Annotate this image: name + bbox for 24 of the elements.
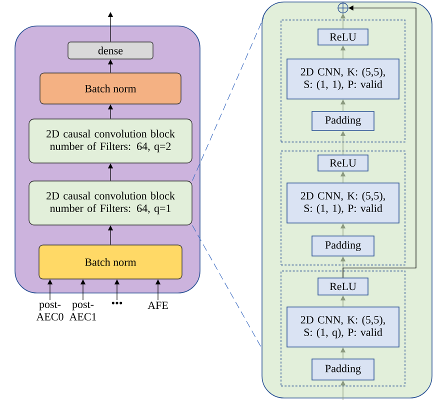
layer-box: ReLU: [318, 278, 368, 296]
layer-box: 2D causal convolution block number of Filters: 64, q=1: [28, 180, 192, 226]
layer-box: ReLU: [318, 154, 368, 172]
layer-box: dense: [68, 42, 154, 60]
residual-block: [280, 270, 406, 386]
layer-box: Batch norm: [38, 244, 182, 280]
layer-box: 2D CNN, K: (5,5), S: (1, 1), P: valid: [286, 182, 400, 224]
adder-symbol: [337, 2, 349, 14]
layer-box: ReLU: [318, 28, 368, 46]
input-label: AFE: [148, 302, 168, 309]
zoom-line: [192, 225, 262, 348]
layer-box: Padding: [312, 236, 374, 256]
input-label: post- AEC1: [69, 302, 96, 320]
input-label: •••: [112, 302, 122, 304]
layer-box: Padding: [312, 358, 374, 380]
layer-box: Batch norm: [40, 72, 182, 104]
layer-box: Padding: [312, 111, 374, 131]
layer-box: 2D causal convolution block number of Filters: 64, q=2: [28, 118, 192, 164]
input-label: post- AEC0: [36, 302, 64, 320]
layer-box: 2D CNN, K: (5,5), S: (1, q), P: valid: [286, 306, 400, 348]
residual-block: [280, 150, 406, 266]
residual-block: [280, 20, 406, 142]
layer-box: 2D CNN, K: (5,5), S: (1, 1), P: valid: [286, 58, 400, 100]
zoom-line: [192, 17, 264, 181]
